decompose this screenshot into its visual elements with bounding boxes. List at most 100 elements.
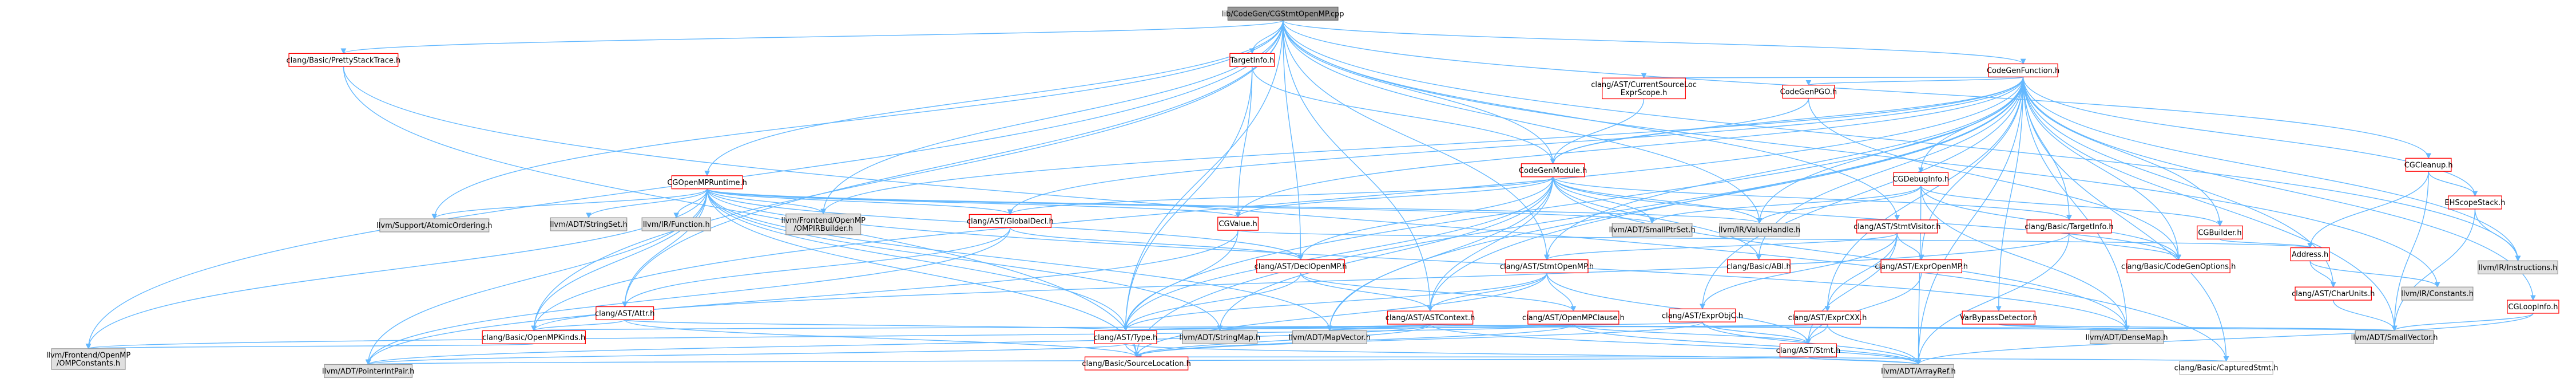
node-pointerintpair[interactable]: llvm/ADT/PointerIntPair.h bbox=[322, 364, 414, 379]
dependency-nodes: lib/CodeGen/CGStmtOpenMP.cppclang/Basic/… bbox=[46, 6, 2559, 379]
node-codegenpgo[interactable]: CodeGenPGO.h bbox=[1780, 84, 1837, 99]
node-basictargetinfo[interactable]: clang/Basic/TargetInfo.h bbox=[2025, 219, 2114, 234]
node-cgbuilder[interactable]: CGBuilder.h bbox=[2197, 225, 2243, 240]
edge-astcontext-to-mapvector bbox=[1327, 324, 1431, 332]
node-label-charunits: clang/AST/CharUnits.h bbox=[2292, 290, 2375, 298]
node-exprobjc[interactable]: clang/AST/ExprObjC.h bbox=[1662, 308, 1743, 322]
node-valuehandle[interactable]: llvm/IR/ValueHandle.h bbox=[1718, 223, 1800, 237]
edge-cgopenmpruntime-to-ompirbuilder bbox=[706, 188, 827, 215]
node-cgdebuginfo[interactable]: CGDebugInfo.h bbox=[1892, 172, 1949, 186]
node-cgopenmpruntime[interactable]: CGOpenMPRuntime.h bbox=[667, 175, 747, 190]
edge-cgcleanup-to-address bbox=[2307, 171, 2429, 249]
node-label-codegenpgo: CodeGenPGO.h bbox=[1780, 88, 1837, 97]
edge-asttype-to-pointerintpair bbox=[366, 343, 1126, 365]
edge-codegenfunction-to-densemap bbox=[2022, 77, 2130, 332]
node-label-stringset: llvm/ADT/StringSet.h bbox=[550, 220, 628, 229]
edge-ehscopestack-to-irinstructions bbox=[2474, 208, 2521, 262]
node-astcontext[interactable]: clang/AST/ASTContext.h bbox=[1386, 310, 1475, 325]
node-sourcelocation[interactable]: clang/Basic/SourceLocation.h bbox=[1082, 356, 1191, 371]
node-cgcleanup[interactable]: CGCleanup.h bbox=[2404, 157, 2453, 172]
node-ompconstants[interactable]: llvm/Frontend/OpenMP/OMPConstants.h bbox=[46, 348, 131, 370]
edge-aststmt-to-arrayref bbox=[1808, 356, 1922, 365]
node-box-smallptrset bbox=[1612, 223, 1693, 237]
node-codegenoptions[interactable]: clang/Basic/CodeGenOptions.h bbox=[2121, 259, 2236, 274]
node-astattr[interactable]: clang/AST/Attr.h bbox=[595, 306, 654, 321]
edge-codegenfunction-to-sourcelocation bbox=[1133, 77, 2024, 358]
node-label-address: Address.h bbox=[2292, 251, 2328, 259]
node-codegenfunction[interactable]: CodeGenFunction.h bbox=[1987, 63, 2059, 78]
node-irfunction[interactable]: llvm/IR/Function.h bbox=[641, 217, 711, 231]
node-varbypass[interactable]: VarBypassDetector.h bbox=[1960, 310, 2038, 325]
node-charunits[interactable]: clang/AST/CharUnits.h bbox=[2292, 286, 2375, 301]
node-label-declopenmp: clang/AST/DeclOpenMP.h bbox=[1255, 262, 1347, 271]
node-label-capturedstmt: clang/Basic/CapturedStmt.h bbox=[2174, 364, 2279, 373]
node-box-astcontext bbox=[1387, 310, 1474, 325]
node-box-smallvector bbox=[2355, 330, 2434, 344]
node-label-curloc: ExprScope.h bbox=[1621, 89, 1667, 97]
node-box-valuehandle bbox=[1719, 223, 1800, 237]
node-box-basictargetinfo bbox=[2026, 219, 2112, 234]
node-declopenmp[interactable]: clang/AST/DeclOpenMP.h bbox=[1255, 259, 1347, 274]
edge-targetinfo-to-codegenmodule bbox=[1252, 66, 1556, 164]
edge-codegenmodule-to-densemap bbox=[1552, 176, 2130, 332]
node-smallvector[interactable]: llvm/ADT/SmallVector.h bbox=[2351, 330, 2438, 344]
node-arrayref[interactable]: llvm/ADT/ArrayRef.h bbox=[1881, 364, 1956, 379]
node-openmpclause[interactable]: clang/AST/OpenMPClause.h bbox=[1522, 310, 1625, 325]
node-prettytrace[interactable]: clang/Basic/PrettyStackTrace.h bbox=[286, 53, 400, 67]
edge-codegenfunction-to-codegenpgo bbox=[1805, 76, 2024, 86]
node-stringset[interactable]: llvm/ADT/StringSet.h bbox=[550, 217, 628, 231]
node-smallptrset[interactable]: llvm/ADT/SmallPtrSet.h bbox=[1609, 223, 1696, 237]
node-targetinfo[interactable]: TargetInfo.h bbox=[1229, 53, 1275, 67]
node-ompirbuilder[interactable]: llvm/Frontend/OpenMP/OMPIRBuilder.h bbox=[781, 213, 866, 235]
node-ehscopestack[interactable]: EHScopeStack.h bbox=[2444, 195, 2505, 210]
edge-codegenfunction-to-openmpkinds bbox=[531, 77, 2024, 332]
edge-declopenmp-to-openmpclause bbox=[1300, 273, 1577, 312]
node-box-ehscopestack bbox=[2447, 195, 2502, 210]
edge-cgopenmpruntime-to-irfunction bbox=[673, 188, 708, 219]
node-box-codegenpgo bbox=[1782, 84, 1835, 99]
node-capturedstmt[interactable]: clang/Basic/CapturedStmt.h bbox=[2174, 361, 2279, 375]
node-basicabi[interactable]: clang/Basic/ABI.h bbox=[1726, 259, 1791, 274]
node-stmtopenmp[interactable]: clang/AST/StmtOpenMP.h bbox=[1500, 259, 1594, 274]
edge-codegenmodule-to-cgvalue bbox=[1235, 176, 1554, 218]
edge-codegenfunction-to-irinstructions bbox=[2022, 77, 2521, 262]
node-label-cgloopinfo: CGLoopInfo.h bbox=[2508, 303, 2558, 312]
node-mapvector[interactable]: llvm/ADT/MapVector.h bbox=[1289, 330, 1371, 344]
node-label-openmpclause: clang/AST/OpenMPClause.h bbox=[1522, 314, 1625, 322]
node-label-irinstructions: llvm/IR/Instructions.h bbox=[2478, 263, 2557, 272]
node-address[interactable]: Address.h bbox=[2290, 247, 2330, 262]
edge-cgdebuginfo-to-valuehandle bbox=[1756, 185, 1922, 224]
edge-codegenfunction-to-codegenoptions bbox=[2022, 77, 2182, 261]
node-codegenmodule[interactable]: CodeGenModule.h bbox=[1519, 163, 1587, 178]
node-label-arrayref: llvm/ADT/ArrayRef.h bbox=[1881, 367, 1956, 376]
node-cgloopinfo[interactable]: CGLoopInfo.h bbox=[2507, 300, 2559, 314]
node-box-root bbox=[1227, 6, 1339, 21]
edge-address-to-irconstants bbox=[2309, 261, 2440, 288]
node-exprcxx[interactable]: clang/AST/ExprCXX.h bbox=[1788, 310, 1867, 325]
node-label-expropenmp: clang/AST/ExprOpenMP.h bbox=[1875, 262, 1968, 271]
edge-root-to-valuehandle bbox=[1282, 20, 1763, 224]
node-box-prettytrace bbox=[288, 53, 399, 67]
node-stringmap[interactable]: llvm/ADT/StringMap.h bbox=[1179, 330, 1260, 344]
node-irconstants[interactable]: llvm/IR/Constants.h bbox=[2401, 286, 2474, 301]
node-label-cgopenmpruntime: CGOpenMPRuntime.h bbox=[667, 179, 747, 187]
node-stmtvisitor[interactable]: clang/AST/StmtVisitor.h bbox=[1853, 219, 1941, 234]
node-box-address bbox=[2290, 247, 2330, 262]
node-box-ompirbuilder bbox=[785, 213, 862, 235]
node-aststmt[interactable]: clang/AST/Stmt.h bbox=[1776, 343, 1841, 357]
node-cgvalue[interactable]: CGValue.h bbox=[1217, 216, 1259, 231]
node-label-codegenfunction: CodeGenFunction.h bbox=[1987, 66, 2059, 75]
edge-codegenmodule-to-asttype bbox=[1122, 176, 1554, 332]
node-expropenmp[interactable]: clang/AST/ExprOpenMP.h bbox=[1875, 259, 1968, 274]
node-globaldecl[interactable]: clang/AST/GlobalDecl.h bbox=[967, 214, 1054, 228]
node-box-varbypass bbox=[1962, 310, 2036, 325]
node-irinstructions[interactable]: llvm/IR/Instructions.h bbox=[2478, 260, 2558, 274]
node-atomicordering[interactable]: llvm/Support/AtomicOrdering.h bbox=[376, 218, 492, 233]
node-densemap[interactable]: llvm/ADT/DenseMap.h bbox=[2086, 330, 2168, 344]
node-label-irconstants: llvm/IR/Constants.h bbox=[2401, 290, 2474, 298]
edge-globaldecl-to-astattr bbox=[622, 227, 1011, 308]
node-openmpkinds[interactable]: clang/Basic/OpenMPKinds.h bbox=[482, 330, 586, 344]
node-asttype[interactable]: clang/AST/Type.h bbox=[1094, 330, 1157, 344]
edge-cgopenmpruntime-to-sourcelocation bbox=[706, 188, 1140, 358]
